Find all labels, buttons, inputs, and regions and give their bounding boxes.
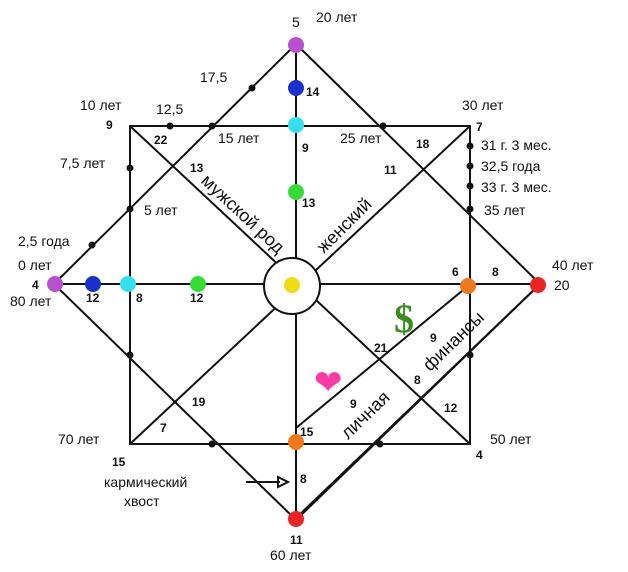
number-label: 13 [190, 161, 204, 175]
age-dot [376, 440, 384, 448]
number-label: 15 [112, 455, 126, 469]
age-dot [466, 205, 474, 213]
number-label: 21 [374, 341, 388, 355]
cyan-point-left [120, 276, 136, 292]
green-point-left [190, 276, 206, 292]
age-dot [126, 164, 134, 172]
age-label: 12,5 [156, 101, 183, 117]
age-label: 31 г. 3 мес. [481, 137, 552, 153]
age-label: 50 лет [490, 431, 532, 447]
arrow-icon [277, 475, 291, 489]
number-label: 12 [86, 291, 100, 305]
number-label: 11 [384, 163, 397, 177]
number-label: 18 [416, 137, 430, 151]
age-dot [466, 162, 474, 170]
age-label: 2,5 года [18, 233, 70, 249]
red-point-right [530, 277, 546, 293]
blue-point-left [85, 276, 101, 292]
age-dot [208, 440, 216, 448]
number-label: 5 [292, 14, 300, 30]
blue-point-top [288, 80, 304, 96]
yellow-center-point [284, 277, 300, 293]
number-label: 14 [306, 85, 320, 99]
age-dot [88, 241, 96, 249]
number-label: 4 [476, 448, 483, 462]
number-label: 7 [160, 421, 167, 435]
karmic-tail-label: кармический [104, 474, 187, 490]
number-label: 9 [106, 118, 113, 132]
age-label: 10 лет [80, 97, 122, 113]
male-line-label: мужской род [197, 170, 289, 257]
purple-point-left [47, 276, 63, 292]
karmic-tail-label-2: хвост [124, 493, 160, 509]
age-label: 32,5 года [481, 158, 541, 174]
number-label: 15 [300, 425, 314, 439]
number-label: 9 [302, 141, 309, 155]
number-label: 19 [192, 395, 206, 409]
age-dot [466, 142, 474, 150]
purple-point-top [288, 37, 304, 53]
number-label: 22 [154, 133, 168, 147]
dollar-icon: $ [394, 296, 414, 341]
green-point-top [288, 184, 304, 200]
age-label: 7,5 лет [60, 155, 106, 171]
number-label: 11 [290, 533, 303, 547]
number-label: 9 [350, 397, 357, 411]
heart-icon: ❤ [314, 363, 343, 403]
number-label: 4 [32, 278, 39, 292]
age-label: 15 лет [218, 130, 260, 146]
age-dot [248, 84, 256, 92]
number-label: 8 [136, 291, 143, 305]
age-dot [126, 205, 134, 213]
age-label: 17,5 [200, 69, 227, 85]
age-label: 40 лет [552, 257, 594, 273]
age-label: 30 лет [462, 97, 504, 113]
number-label: 7 [476, 120, 483, 134]
number-label: 12 [190, 291, 204, 305]
number-label: 6 [452, 265, 459, 279]
orange-point-right [460, 278, 476, 294]
number-label: 9 [430, 331, 437, 345]
age-label: 33 г. 3 мес. [481, 179, 552, 195]
age-dot [466, 182, 474, 190]
number-label: 8 [414, 373, 421, 387]
age-label: 25 лет [340, 130, 382, 146]
cyan-point-top [288, 117, 304, 133]
age-label: 60 лет [270, 547, 312, 563]
red-point-bottom [288, 511, 304, 527]
love-channel-line [295, 285, 469, 429]
age-dot [166, 122, 174, 130]
finance-channel-line [295, 285, 539, 519]
age-label: 80 лет [10, 293, 52, 309]
age-label: 35 лет [484, 202, 526, 218]
number-label: 8 [492, 265, 499, 279]
age-dot [208, 122, 216, 130]
age-dot [466, 351, 474, 359]
age-dot [379, 122, 387, 130]
age-label: 70 лет [58, 431, 100, 447]
age-label: 20 лет [316, 9, 358, 25]
number-label: 8 [300, 472, 307, 486]
orange-point-bottom [288, 434, 304, 450]
age-label: 5 лет [144, 202, 178, 218]
age-label: 0 лет [18, 257, 52, 273]
number-label: 12 [444, 401, 458, 415]
age-dot [126, 351, 134, 359]
number-label: 20 [554, 277, 570, 293]
number-label: 13 [302, 196, 316, 210]
female-line-label: женский [313, 194, 376, 257]
